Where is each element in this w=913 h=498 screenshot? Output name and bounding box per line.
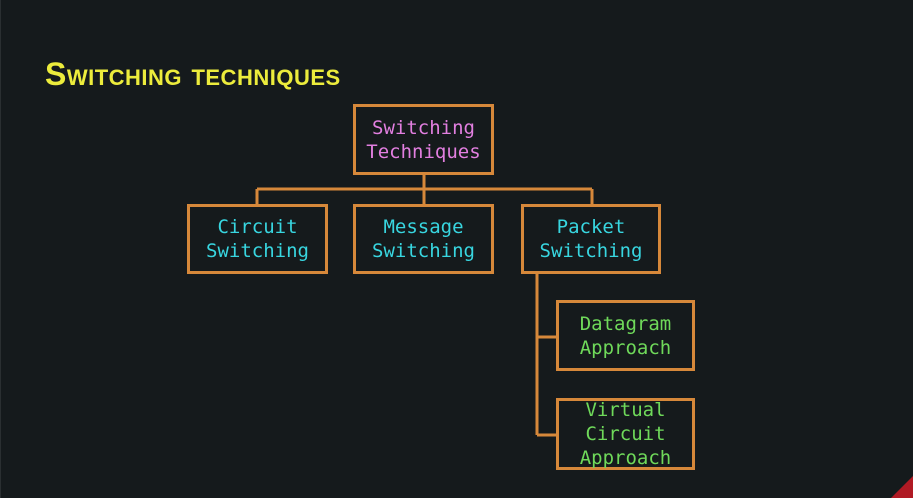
slide-title: Switching techniques <box>45 56 341 92</box>
node-label: Circuit <box>585 423 666 445</box>
node-label: Switching <box>372 240 475 262</box>
node-message-switching: Message Switching <box>353 204 494 274</box>
node-label: Datagram <box>579 312 672 335</box>
node-label: Virtual <box>585 399 666 421</box>
node-label: Switching <box>372 116 475 139</box>
node-label: Approach <box>579 447 672 469</box>
corner-marker <box>891 476 913 498</box>
node-label: Approach <box>579 336 672 359</box>
node-circuit-switching: Circuit Switching <box>187 204 328 274</box>
node-label: Techniques <box>366 140 481 163</box>
node-label: Switching <box>539 240 643 262</box>
node-label: Circuit <box>217 216 298 238</box>
node-switching-techniques: Switching Techniques <box>353 104 494 175</box>
node-datagram-approach: Datagram Approach <box>556 300 695 371</box>
node-label: Message <box>383 216 464 238</box>
node-label: Switching <box>206 240 309 262</box>
node-label: Packet <box>556 216 626 238</box>
node-virtual-circuit-approach: Virtual Circuit Approach <box>556 398 695 470</box>
node-packet-switching: Packet Switching <box>521 204 661 274</box>
